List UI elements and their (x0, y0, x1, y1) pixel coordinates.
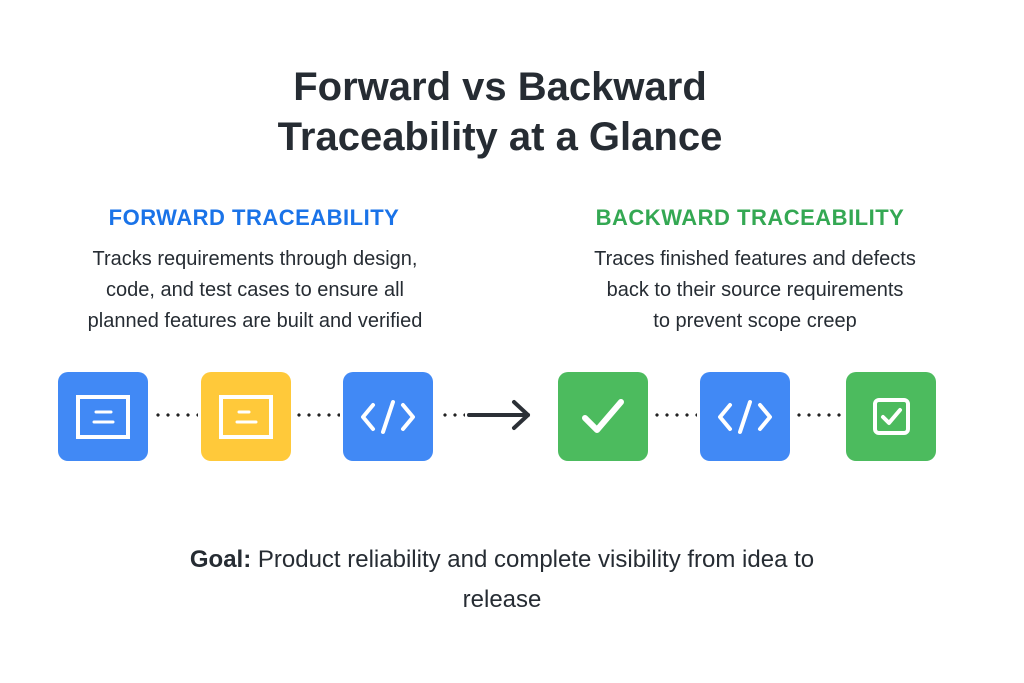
code-tile (700, 372, 790, 461)
dotted-connector (294, 413, 340, 417)
document-icon (219, 395, 273, 439)
forward-description: Tracks requirements through design, code… (40, 244, 470, 337)
goal-statement: Goal: Product reliability and complete v… (0, 540, 1004, 620)
forward-heading: FORWARD TRACEABILITY (108, 205, 400, 230)
checkmark-icon (582, 399, 624, 433)
code-icon (718, 400, 772, 434)
dotted-connector (440, 413, 465, 417)
dotted-connector (652, 413, 697, 417)
forward-line: code, and test cases to ensure all (106, 279, 404, 301)
checkbox-icon (873, 398, 910, 435)
forward-line: Tracks requirements through design, (92, 248, 418, 270)
backward-line: to prevent scope creep (653, 310, 857, 332)
requirement-check-tile (846, 372, 936, 461)
dotted-connector (153, 413, 198, 417)
title-line-2: Traceability at a Glance (277, 115, 723, 159)
goal-label: Goal: (189, 546, 252, 573)
backward-heading: BACKWARD TRACEABILITY (595, 205, 905, 230)
document-icon (76, 395, 130, 439)
goal-text: Product reliability and complete visibil… (251, 546, 815, 573)
backward-line: Traces finished features and defects (594, 248, 916, 270)
dotted-connector (794, 413, 842, 417)
page-title: Forward vs Backward Traceability at a Gl… (0, 62, 1000, 162)
code-icon (361, 400, 415, 434)
goal-text-continued: release (462, 586, 542, 613)
backward-description: Traces finished features and defects bac… (540, 244, 970, 337)
verified-tile (558, 372, 648, 461)
requirement-tile (58, 372, 148, 461)
code-tile (343, 372, 433, 461)
title-line-1: Forward vs Backward (293, 65, 707, 109)
arrow-right-icon (467, 400, 530, 430)
backward-line: back to their source requirements (606, 279, 904, 301)
design-tile (201, 372, 291, 461)
forward-line: planned features are built and verified (87, 310, 423, 332)
